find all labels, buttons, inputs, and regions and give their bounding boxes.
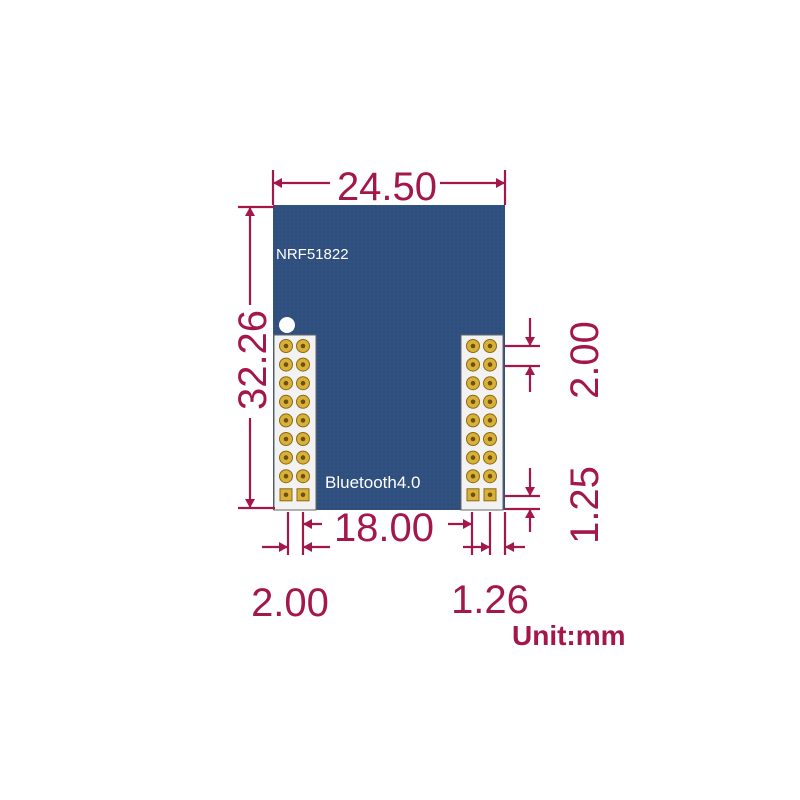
pin-hole <box>487 436 493 442</box>
pin-hole <box>487 380 493 386</box>
pin-hole <box>300 473 306 479</box>
pin-hole <box>487 418 493 423</box>
arrowhead <box>303 519 312 529</box>
arrowhead <box>525 337 535 346</box>
pin-hole <box>283 362 289 367</box>
pin-hole <box>300 399 306 405</box>
right-pins <box>466 339 497 502</box>
unit-label: Unit:mm <box>512 620 626 651</box>
model-label: NRF51822 <box>276 246 349 263</box>
pin-hole <box>470 418 476 423</box>
arrowhead <box>525 509 535 518</box>
pin-hole <box>487 399 493 405</box>
pin-hole <box>470 362 476 367</box>
arrowhead <box>273 178 282 188</box>
pin-hole <box>470 473 476 479</box>
pin-hole <box>283 343 289 349</box>
arrowhead <box>525 366 535 375</box>
pin1-marker <box>279 317 295 333</box>
pin-hole <box>487 455 493 460</box>
dim-edge-label: 1.25 <box>563 466 607 544</box>
pin-hole <box>283 399 289 405</box>
arrowhead <box>525 487 535 496</box>
pin-hole <box>470 492 476 498</box>
pin-hole <box>470 380 476 386</box>
arrowhead <box>481 542 490 552</box>
left-pins <box>279 339 310 502</box>
dim-width-label: 24.50 <box>337 165 437 209</box>
arrowhead <box>496 178 505 188</box>
pin-hole <box>300 436 306 442</box>
bluetooth-label: Bluetooth4.0 <box>325 473 420 492</box>
pin-hole <box>487 473 493 479</box>
pin-hole <box>283 380 289 386</box>
pin-hole <box>283 436 289 442</box>
pin-hole <box>283 418 289 423</box>
pin-hole <box>300 380 306 386</box>
arrowhead <box>463 519 472 529</box>
pin-hole <box>283 455 289 460</box>
dim-bottom-right-label: 1.26 <box>451 578 529 622</box>
pin-hole <box>487 362 493 367</box>
pin-hole <box>470 455 476 460</box>
pin-hole <box>300 455 306 460</box>
pin-hole <box>487 492 493 498</box>
dim-bottom-left-label: 2.00 <box>251 581 329 625</box>
pin-hole <box>470 399 476 405</box>
pin-hole <box>300 492 306 498</box>
arrowhead <box>303 542 312 552</box>
pin-hole <box>470 436 476 442</box>
arrowhead <box>245 207 255 216</box>
pin-hole <box>283 473 289 479</box>
dim-height-label: 32.26 <box>231 310 275 410</box>
dim-pitch-label: 2.00 <box>563 321 607 399</box>
pin-hole <box>300 418 306 423</box>
pin-hole <box>283 492 289 498</box>
arrowhead <box>505 542 514 552</box>
pin-hole <box>487 343 493 349</box>
pin-hole <box>470 343 476 349</box>
arrowhead <box>279 542 288 552</box>
arrowhead <box>245 499 255 508</box>
pin-hole <box>300 343 306 349</box>
pin-hole <box>300 362 306 367</box>
dimension-lines <box>238 170 540 555</box>
dim-row-spacing-label: 18.00 <box>334 506 434 550</box>
